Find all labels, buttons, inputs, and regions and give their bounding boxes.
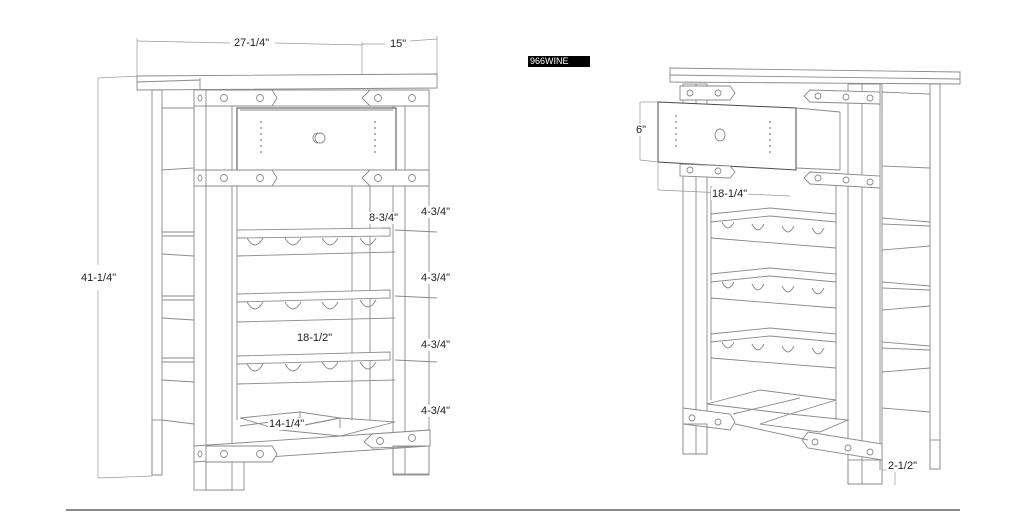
front-view <box>97 36 438 491</box>
side-wine-rack-2 <box>710 267 931 311</box>
page-divider <box>66 509 960 511</box>
front-wine-rack-2 <box>161 289 438 323</box>
dim-rack-depth-label: 8-3/4" <box>368 212 399 224</box>
open-drawer <box>657 101 841 171</box>
dim-shelf-spacing-4: 4-3/4" <box>420 405 451 417</box>
dim-drawer-height-label: 6" <box>635 124 648 136</box>
dim-depth-label: 15" <box>389 38 408 50</box>
dim-inner-width-label: 18-1/2" <box>296 332 334 344</box>
model-number-badge: 966WINE <box>528 56 590 67</box>
dim-shelf-spacing-1: 4-3/4" <box>420 206 451 218</box>
drawer-dots-left <box>260 121 262 153</box>
dim-width-label: 27-1/4" <box>233 37 271 49</box>
dim-bottom-shelf-label: 14-1/4" <box>268 418 306 430</box>
dim-leg-height-label: 2-1/2" <box>887 460 918 472</box>
side-bottom-slats <box>706 389 931 433</box>
drawer-dots-right <box>374 121 376 153</box>
front-wine-rack-1 <box>161 227 438 257</box>
dim-shelf-spacing-2: 4-3/4" <box>420 272 451 284</box>
dim-height-label: 41-1/4" <box>80 272 118 284</box>
dim-shelf-spacing-3: 4-3/4" <box>420 339 451 351</box>
side-view <box>639 67 961 485</box>
side-wine-rack-3 <box>710 327 931 373</box>
dim-drawer-width-label: 18-1/4" <box>711 188 749 200</box>
front-wine-rack-3 <box>161 351 438 385</box>
side-wine-rack-1 <box>710 207 931 251</box>
